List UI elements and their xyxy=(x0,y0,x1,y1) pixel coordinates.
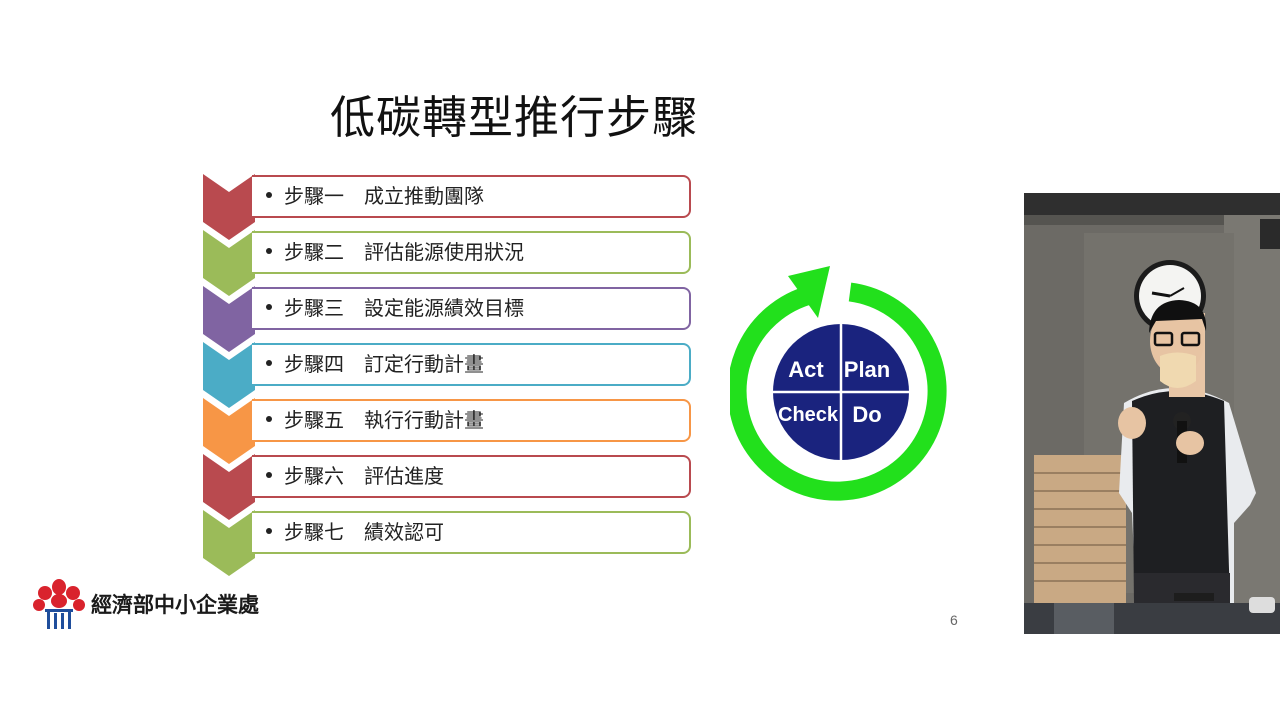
step-label: 步驟五 執行行動計畫 xyxy=(284,408,484,432)
step-item: 步驟七 績效認可 xyxy=(0,510,700,576)
step-label: 步驟三 設定能源績效目標 xyxy=(284,296,524,320)
step-label: 步驟七 績效認可 xyxy=(284,520,444,544)
step-item: 步驟四 訂定行動計畫 xyxy=(0,342,700,408)
step-item: 步驟二 評估能源使用狀況 xyxy=(0,230,700,296)
chevron-arrow-icon xyxy=(203,398,255,464)
bullet-icon xyxy=(266,248,272,254)
speaker-video-feed xyxy=(1024,193,1280,634)
chevron-arrow-icon xyxy=(203,342,255,408)
chevron-arrow-icon xyxy=(203,286,255,352)
do-label: Do xyxy=(852,402,882,427)
bullet-icon xyxy=(266,192,272,198)
bullet-icon xyxy=(266,304,272,310)
bullet-icon xyxy=(266,416,272,422)
step-label: 步驟一 成立推動團隊 xyxy=(284,184,484,208)
chevron-arrow-icon xyxy=(203,230,255,296)
bullet-icon xyxy=(266,528,272,534)
step-box xyxy=(252,343,691,386)
ministry-logo: 經濟部中小企業處 xyxy=(33,579,303,631)
plum-blossom-logo-icon xyxy=(33,579,85,629)
step-box xyxy=(252,511,691,554)
step-item: 步驟五 執行行動計畫 xyxy=(0,398,700,464)
speaker-video-icon xyxy=(1024,193,1280,634)
step-box xyxy=(252,287,691,330)
bullet-icon xyxy=(266,472,272,478)
step-box xyxy=(252,231,691,274)
step-box xyxy=(252,399,691,442)
step-box xyxy=(252,175,691,218)
chevron-arrow-icon xyxy=(203,174,255,240)
act-label: Act xyxy=(788,357,824,382)
pdca-cycle-diagram: Act Plan Check Do xyxy=(730,262,952,504)
bullet-icon xyxy=(266,360,272,366)
step-item: 步驟六 評估進度 xyxy=(0,454,700,520)
pdca-ring-icon xyxy=(730,266,947,501)
step-box xyxy=(252,455,691,498)
step-list: 步驟一 成立推動團隊 步驟二 評估能源使用狀況 步驟三 設定能源績效目標 步驟四… xyxy=(0,0,700,600)
page-number: 6 xyxy=(950,612,958,628)
step-label: 步驟二 評估能源使用狀況 xyxy=(284,240,524,264)
check-label: Check xyxy=(778,404,839,426)
slide-title: 低碳轉型推行步驟 xyxy=(330,91,699,144)
step-label: 步驟六 評估進度 xyxy=(284,464,444,488)
step-item: 步驟一 成立推動團隊 xyxy=(0,174,700,240)
chevron-arrow-icon xyxy=(203,510,255,576)
chevron-arrow-icon xyxy=(203,454,255,520)
plan-label: Plan xyxy=(843,357,891,382)
org-name: 經濟部中小企業處 xyxy=(91,593,259,617)
step-label: 步驟四 訂定行動計畫 xyxy=(284,352,484,376)
step-item: 步驟三 設定能源績效目標 xyxy=(0,286,700,352)
